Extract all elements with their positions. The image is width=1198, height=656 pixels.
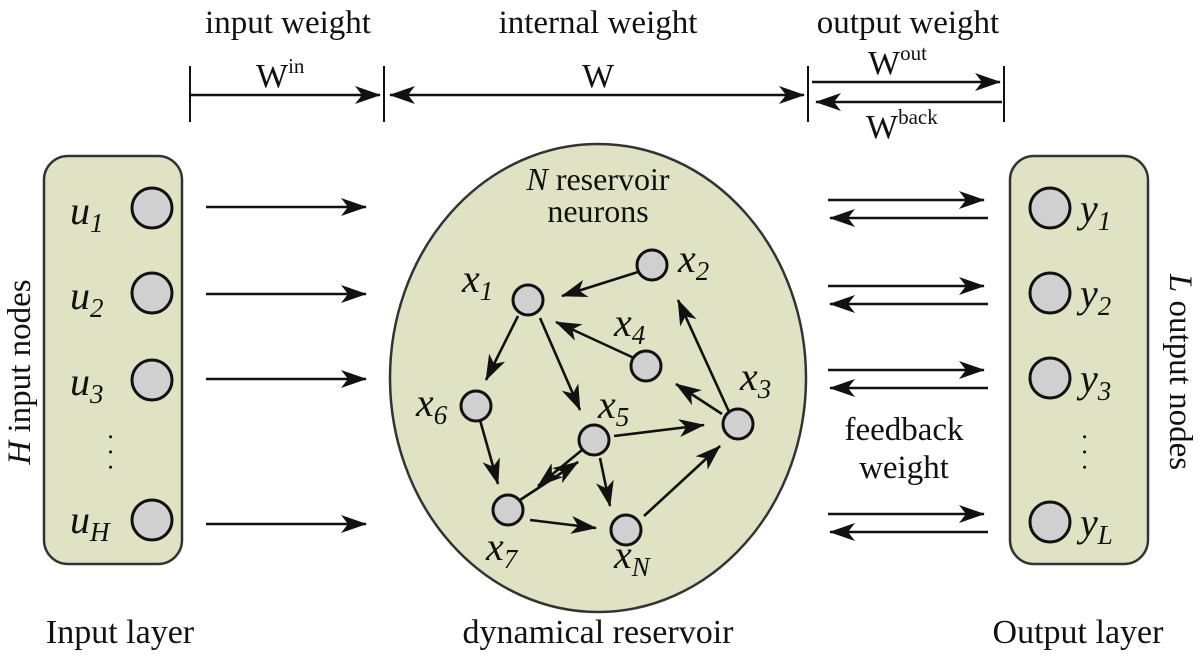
output-node-yl: yL bbox=[1028, 500, 1113, 550]
output-node-y3: y3 bbox=[1028, 356, 1111, 406]
input-node-u3: u3 bbox=[70, 358, 174, 409]
input-arrows bbox=[206, 198, 367, 533]
svg-text:x6: x6 bbox=[415, 380, 448, 430]
input-node-uh: uH bbox=[70, 497, 174, 547]
output-node-y2: y2 bbox=[1028, 271, 1111, 321]
output-layer-caption: Output layer bbox=[993, 614, 1165, 651]
svg-text:x4: x4 bbox=[613, 300, 645, 350]
reservoir-node-x5: x5 bbox=[577, 382, 629, 457]
output-nodes-side-label: L output nodes bbox=[1162, 273, 1198, 470]
svg-text:x5: x5 bbox=[597, 382, 629, 432]
reservoir-node-x7: x7 bbox=[485, 493, 525, 574]
input-ellipsis: · · · bbox=[96, 433, 125, 472]
feedback-weight-label-line2: weight bbox=[859, 450, 949, 486]
reservoir-edges bbox=[478, 270, 732, 534]
svg-text:yL: yL bbox=[1076, 500, 1113, 550]
svg-text:u3: u3 bbox=[70, 359, 104, 409]
svg-text:u1: u1 bbox=[70, 188, 104, 238]
output-weight-header: output weight bbox=[817, 5, 999, 41]
svg-text:x3: x3 bbox=[739, 354, 771, 404]
output-layer-panel bbox=[1008, 154, 1150, 566]
svg-text:y1: y1 bbox=[1076, 186, 1111, 236]
output-ellipsis: · · · bbox=[1070, 433, 1099, 472]
reservoir-node-xn: xN bbox=[609, 513, 652, 582]
input-weight-header: input weight bbox=[205, 5, 371, 41]
reservoir-node-x6: x6 bbox=[415, 380, 493, 430]
feedback-weight-label-line1: feedback bbox=[844, 412, 964, 448]
svg-text:x2: x2 bbox=[677, 236, 709, 286]
internal-weight-header: internal weight bbox=[499, 5, 698, 41]
reservoir-ellipse bbox=[388, 142, 808, 614]
input-node-u2: u2 bbox=[70, 271, 174, 323]
reservoir-caption: dynamical reservoir bbox=[463, 614, 735, 651]
input-layer-panel bbox=[42, 154, 184, 566]
output-feedback-arrows bbox=[828, 191, 988, 541]
reservoir-node-x2: x2 bbox=[635, 236, 709, 286]
svg-text:u2: u2 bbox=[70, 273, 104, 323]
svg-text:y2: y2 bbox=[1076, 271, 1111, 321]
input-nodes-side-label: H input nodes bbox=[2, 279, 38, 465]
w-out-label: Wout bbox=[868, 41, 927, 82]
w-in-label: Win bbox=[256, 54, 305, 95]
reservoir-title-line2: neurons bbox=[547, 193, 648, 229]
output-node-y1: y1 bbox=[1028, 186, 1111, 236]
svg-text:y3: y3 bbox=[1076, 356, 1111, 406]
svg-text:uH: uH bbox=[70, 497, 111, 547]
svg-text:x1: x1 bbox=[461, 256, 493, 306]
reservoir-title-line1: N reservoir bbox=[525, 161, 669, 197]
reservoir-node-x4: x4 bbox=[613, 300, 663, 383]
svg-text:x7: x7 bbox=[485, 524, 519, 574]
reservoir-node-x3: x3 bbox=[721, 354, 771, 441]
input-node-u1: u1 bbox=[70, 186, 174, 238]
input-layer-caption: Input layer bbox=[46, 614, 195, 651]
svg-text:xN: xN bbox=[613, 532, 652, 582]
w-back-label: Wback bbox=[866, 105, 938, 146]
w-internal-label: W bbox=[582, 58, 615, 95]
reservoir-node-x1: x1 bbox=[461, 256, 545, 317]
